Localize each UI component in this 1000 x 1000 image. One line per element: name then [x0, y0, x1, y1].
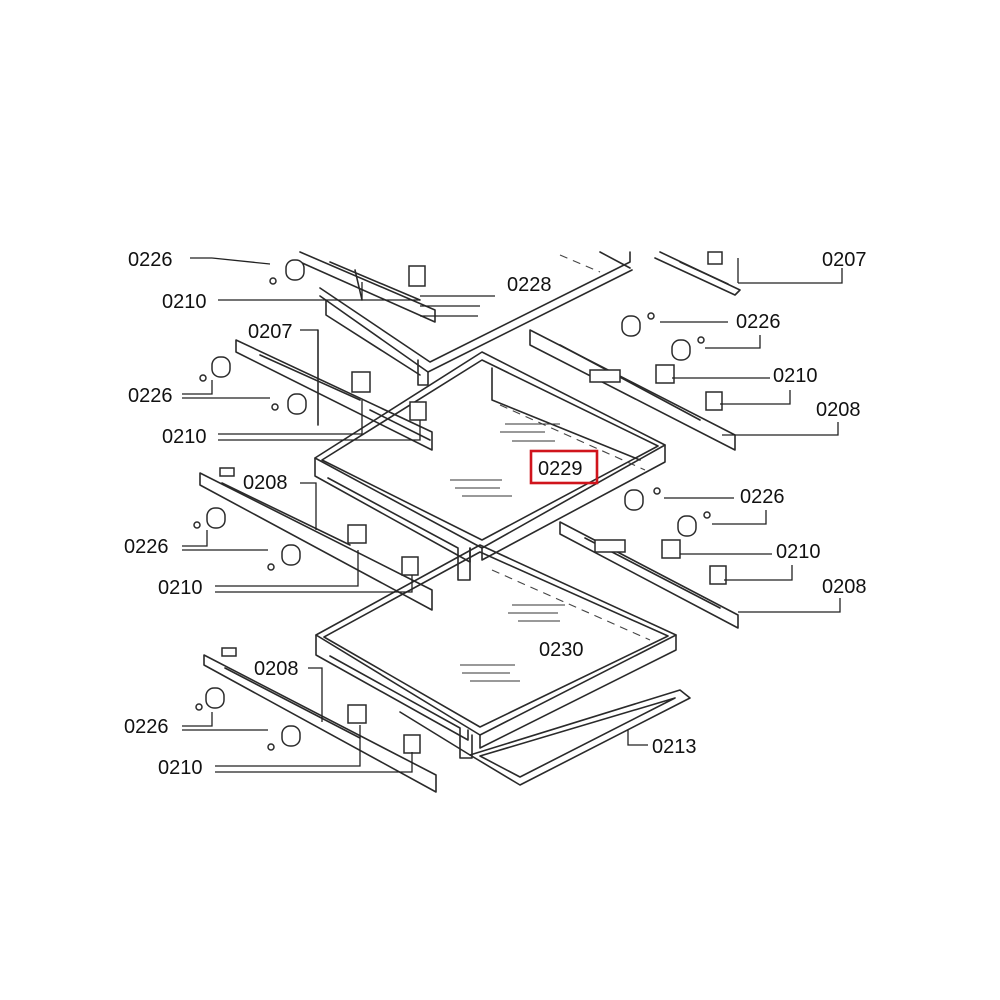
lower-shelf-0230: [315, 544, 677, 759]
label-0230: 0230: [539, 639, 584, 661]
top-right-rail-0207: [654, 251, 741, 296]
clip-icon: [709, 565, 727, 585]
part-labels: 0226 0210 0228 0207 0207 0226 0226 0210 …: [124, 249, 867, 779]
label-0207: 0207: [248, 321, 293, 343]
top-left-rail: [299, 251, 436, 323]
label-0226: 0226: [740, 486, 785, 508]
roller-icon: [205, 687, 225, 709]
roller-icon: [206, 507, 226, 529]
label-0213: 0213: [652, 736, 697, 758]
middle-shelf-0229: [314, 351, 666, 581]
label-0210: 0210: [773, 365, 818, 387]
bottom-left-clip-b: [403, 734, 421, 754]
clip-icon: [661, 539, 681, 559]
roller-icon: [285, 259, 305, 281]
lower-left-clip-b: [401, 556, 419, 576]
label-0208: 0208: [822, 576, 867, 598]
right-rail-0208-lower: [559, 521, 739, 629]
bottom-left-rail-0208: [203, 647, 437, 793]
clip-icon: [705, 391, 723, 411]
roller-icon: [287, 393, 307, 415]
bottom-left-clip-a: [347, 704, 367, 724]
label-0226: 0226: [124, 716, 169, 738]
label-0210: 0210: [158, 757, 203, 779]
label-0226: 0226: [128, 249, 173, 271]
highlight-box: [529, 449, 599, 485]
roller-icon: [621, 315, 641, 337]
label-0210: 0210: [776, 541, 821, 563]
roller-icon: [281, 544, 301, 566]
label-0208: 0208: [254, 658, 299, 680]
roller-icon: [677, 515, 697, 537]
roller-parts: [193, 259, 727, 751]
bottom-tray-0213: [399, 689, 691, 786]
label-0229-highlighted: 0229: [538, 458, 583, 480]
label-0226: 0226: [736, 311, 781, 333]
label-0208: 0208: [816, 399, 861, 421]
label-0207: 0207: [822, 249, 867, 271]
top-left-clip: [408, 265, 426, 287]
middle-left-rail-0207: [235, 329, 433, 451]
mid-left-clip-a: [351, 371, 371, 393]
roller-icon: [281, 725, 301, 747]
mid-left-clip-b: [409, 401, 427, 421]
label-0226: 0226: [128, 385, 173, 407]
label-0228: 0228: [507, 274, 552, 296]
top-shelf-0228: [319, 251, 633, 386]
lower-left-rail-0208: [199, 467, 433, 611]
label-0210: 0210: [158, 577, 203, 599]
roller-icon: [671, 339, 691, 361]
clip-icon: [655, 364, 675, 384]
label-0210: 0210: [162, 426, 207, 448]
roller-icon: [624, 489, 644, 511]
lower-left-clip-a: [347, 524, 367, 544]
label-0208: 0208: [243, 472, 288, 494]
roller-icon: [211, 356, 231, 378]
label-0210: 0210: [162, 291, 207, 313]
right-rail-0208-upper: [529, 329, 736, 451]
label-0226: 0226: [124, 536, 169, 558]
leader-lines: [182, 257, 843, 773]
